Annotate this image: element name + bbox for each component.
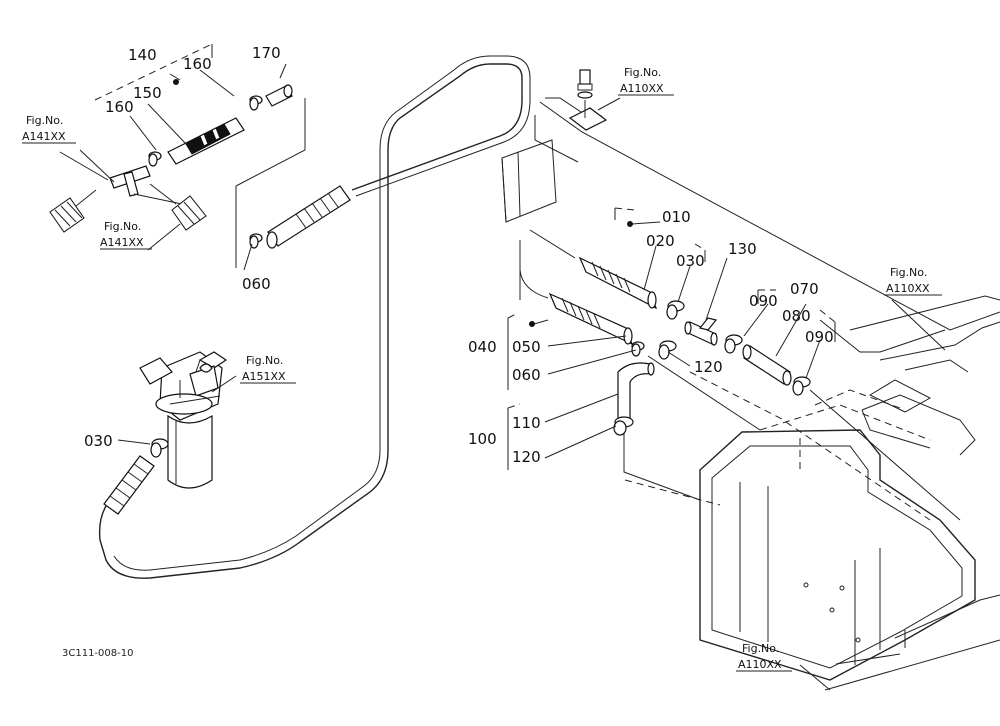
part-030-clamp-filter [150, 438, 169, 458]
part-050-hose [548, 292, 634, 346]
fuel-pipe-main-outer [113, 55, 531, 571]
part-150-joint [167, 79, 245, 165]
three-way-joint [79, 149, 183, 205]
fig-ref-a141-top: Fig.No. A141XX [22, 114, 76, 144]
label-160-top: 160 [183, 55, 212, 73]
frame [534, 97, 1000, 691]
group-140-box [94, 43, 306, 268]
label-140: 140 [128, 46, 157, 64]
svg-text:Fig.No.: Fig.No. [246, 354, 283, 367]
mount-plate [501, 139, 557, 223]
svg-text:A110XX: A110XX [620, 82, 664, 95]
label-170: 170 [252, 44, 281, 62]
part-120-clamp-a [658, 340, 677, 360]
part-110-bent-hose [617, 362, 655, 419]
tank-bracket [568, 69, 608, 131]
fig-ref-a151: Fig.No. A151XX [240, 354, 296, 384]
label-100: 100 [468, 430, 497, 448]
svg-text:A110XX: A110XX [738, 658, 782, 671]
return-line-1 [529, 229, 576, 259]
hose-a141-right [149, 183, 207, 231]
part-120-clamp-b [613, 416, 634, 436]
label-080: 080 [782, 307, 811, 325]
pipe-to-tank-1 [647, 355, 761, 431]
fig-ref-a110-top: Fig.No. A110XX [618, 66, 674, 96]
svg-text:Fig.No.: Fig.No. [624, 66, 661, 79]
corrugated-hose-top [266, 185, 351, 249]
group-100-box [507, 403, 521, 470]
svg-text:A141XX: A141XX [100, 236, 144, 249]
pipe-down-tank [623, 430, 701, 501]
part-020-hose [578, 256, 658, 310]
corrugated-hose-filter [103, 455, 155, 515]
label-030-mid: 030 [676, 252, 705, 270]
part-130-t-joint [684, 317, 718, 346]
part-170-fitting [265, 84, 293, 107]
part-080-pipe [742, 344, 792, 386]
part-160-clamp-b [148, 151, 162, 167]
label-120-bottom: 120 [512, 448, 541, 466]
label-040: 040 [468, 338, 497, 356]
fig-ref-a110-right: Fig.No. A110XX [884, 266, 942, 296]
svg-text:Fig.No.: Fig.No. [742, 642, 779, 655]
pipe-to-tank-3 [689, 371, 931, 521]
fuel-filter [139, 351, 228, 489]
pipe-dashed-4 [624, 479, 721, 506]
return-line-2 [519, 240, 549, 299]
group-040-box [507, 313, 535, 390]
label-090-right: 090 [805, 328, 834, 346]
svg-text:Fig.No.: Fig.No. [890, 266, 927, 279]
drawing-code: 3C111-008-10 [62, 648, 133, 659]
hose-a141-left [49, 189, 97, 233]
part-160-clamp-a [249, 95, 263, 111]
label-030-filter: 030 [84, 432, 113, 450]
label-020: 020 [646, 232, 675, 250]
fig-ref-a110-bottom: Fig.No. A110XX [736, 642, 792, 672]
svg-text:A151XX: A151XX [242, 370, 286, 383]
part-090-clamp-b [792, 376, 811, 396]
label-050: 050 [512, 338, 541, 356]
label-130: 130 [728, 240, 757, 258]
fuel-pipe-main [98, 63, 523, 579]
label-110: 110 [512, 414, 541, 432]
svg-text:A110XX: A110XX [886, 282, 930, 295]
fig-ref-a141-mid: Fig.No. A141XX [100, 220, 152, 250]
label-120-mid: 120 [694, 358, 723, 376]
label-160-left: 160 [105, 98, 134, 116]
label-060-mid: 060 [512, 366, 541, 384]
part-labels: 140 160 170 150 160 060 010 020 030 130 … [84, 44, 834, 466]
fuel-tank [699, 429, 976, 681]
svg-text:Fig.No.: Fig.No. [26, 114, 63, 127]
part-060-clamp-b [631, 341, 645, 357]
label-010: 010 [662, 208, 691, 226]
part-030-clamp-mid [666, 300, 685, 320]
pipe-to-tank-2 [809, 389, 961, 521]
leader-lines [59, 63, 946, 665]
label-090-top: 090 [749, 292, 778, 310]
part-090-clamp-a [724, 334, 743, 354]
label-070: 070 [790, 280, 819, 298]
label-150: 150 [133, 84, 162, 102]
svg-text:A141XX: A141XX [22, 130, 66, 143]
label-060-top: 060 [242, 275, 271, 293]
group-070-box [757, 289, 836, 342]
svg-text:Fig.No.: Fig.No. [104, 220, 141, 233]
